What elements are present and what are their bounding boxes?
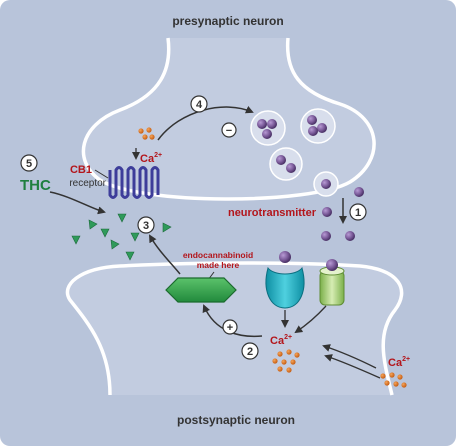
ca-pre-label: Ca2+: [140, 152, 162, 165]
ca-post-label: Ca2+: [270, 334, 292, 347]
channel-to-calcium-arrow: [294, 305, 327, 334]
neurotransmitter-label: neurotransmitter: [228, 207, 317, 219]
vesicle-group: [250, 108, 339, 197]
plus-sign: +: [227, 322, 233, 334]
cannabinoid-triangles: [71, 213, 172, 261]
neurotransmitter-molecules: [321, 187, 364, 241]
presynaptic-label: presynaptic neuron: [172, 14, 283, 28]
ca-influx-label: Ca2+: [388, 356, 410, 369]
cb1-receptor: [108, 166, 160, 199]
endocannabinoid-label-1: endocannabinoid: [183, 250, 253, 260]
enzyme-hexagon: [165, 277, 237, 303]
step2-number: 2: [247, 346, 253, 358]
step3-number: 3: [143, 220, 149, 232]
endocannabinoid-label-2: made here: [197, 260, 240, 270]
calcium-influx: [380, 372, 407, 388]
receptor-label: receptor: [69, 178, 106, 189]
calcium-influx-arrow-1: [322, 344, 377, 369]
step4-badge: [190, 95, 208, 113]
calcium-post: [272, 349, 300, 373]
step5-number: 5: [26, 158, 32, 170]
cb1-leader: [94, 169, 109, 179]
minus-sign: −: [226, 125, 232, 137]
step5-badge: [20, 154, 38, 172]
bound-neurotransmitter: [279, 251, 291, 263]
step2-badge: [241, 342, 259, 360]
neurotransmitter-receptor: [265, 266, 305, 309]
minus-sign-badge: [221, 122, 237, 138]
vesicle: [250, 110, 286, 146]
step4-number: 4: [196, 99, 203, 111]
calcium-influx-arrow-2: [324, 354, 381, 379]
thc-label: THC: [20, 177, 51, 194]
step3-arrow: [149, 234, 181, 275]
step3-badge: [137, 216, 155, 234]
calcium-pre: [138, 127, 155, 140]
vesicle: [269, 147, 303, 181]
calcium-channel: [319, 270, 345, 306]
bound-neurotransmitter: [326, 259, 338, 271]
postsynaptic-label: postsynaptic neuron: [177, 413, 295, 427]
thc-arrow: [49, 191, 106, 215]
cb1-label: CB1: [70, 164, 92, 176]
plus-sign-badge: [222, 319, 238, 335]
step1-number: 1: [355, 207, 361, 219]
step1-badge: [349, 203, 367, 221]
